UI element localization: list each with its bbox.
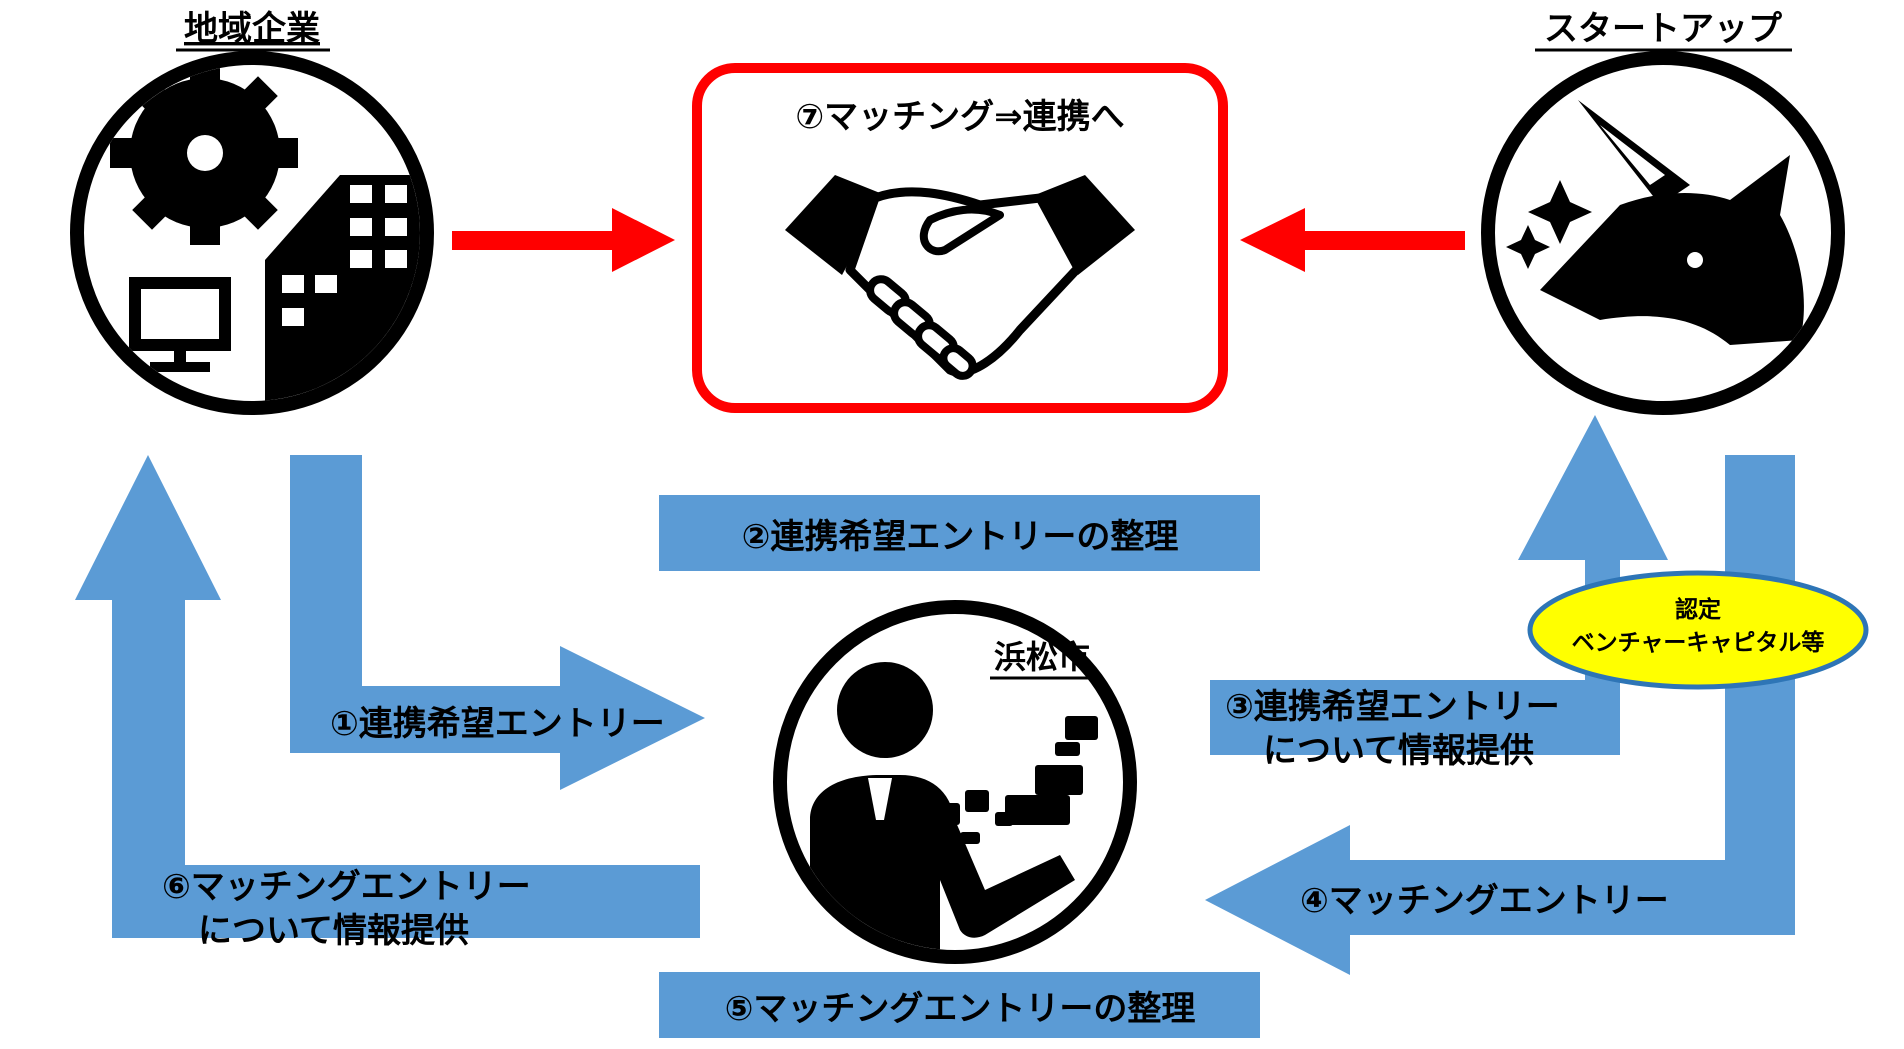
- unicorn-icon: [1481, 51, 1845, 415]
- local-company-label: 地域企業: [184, 9, 320, 49]
- city-label: 浜松市: [994, 638, 1090, 676]
- flow-bar-step5: [659, 972, 1260, 1038]
- matching-title: ⑦マッチング⇒連携へ: [795, 97, 1124, 137]
- handshake-icon: [785, 175, 1135, 380]
- flow-bar-step2: [659, 495, 1260, 571]
- step5-label: ⑤マッチングエントリーの整理: [725, 989, 1196, 1029]
- monitor-icon: [129, 277, 231, 372]
- startup-label: スタートアップ: [1544, 9, 1782, 49]
- person-icon: [837, 662, 933, 758]
- japan-map-icon: [940, 716, 1098, 844]
- vc-badge: [1527, 570, 1869, 690]
- factory-icon: [70, 51, 434, 415]
- step4-label: ④マッチングエントリー: [1300, 881, 1669, 921]
- step1-label: ①連携希望エントリー: [330, 704, 665, 744]
- flow-arrow-step1: [290, 455, 705, 790]
- flow-arrow-step4: [1205, 455, 1795, 975]
- city-icon: [773, 600, 1137, 964]
- step2-label: ②連携希望エントリーの整理: [742, 517, 1179, 557]
- step3-label-line1: ③連携希望エントリー: [1225, 687, 1560, 727]
- vc-badge-line2: ベンチャーキャピタル等: [1572, 629, 1825, 656]
- step3-label-line2: について情報提供: [1263, 731, 1534, 771]
- red-arrow-right: [452, 208, 675, 272]
- flow-arrow-step3: [1210, 415, 1668, 755]
- step6-label-line2: について情報提供: [198, 911, 469, 951]
- flow-arrow-up-left: [75, 455, 700, 938]
- vc-badge-line1: 認定: [1675, 596, 1721, 623]
- step6-label-line1: ⑥マッチングエントリー: [162, 867, 531, 907]
- red-arrow-left: [1240, 208, 1465, 272]
